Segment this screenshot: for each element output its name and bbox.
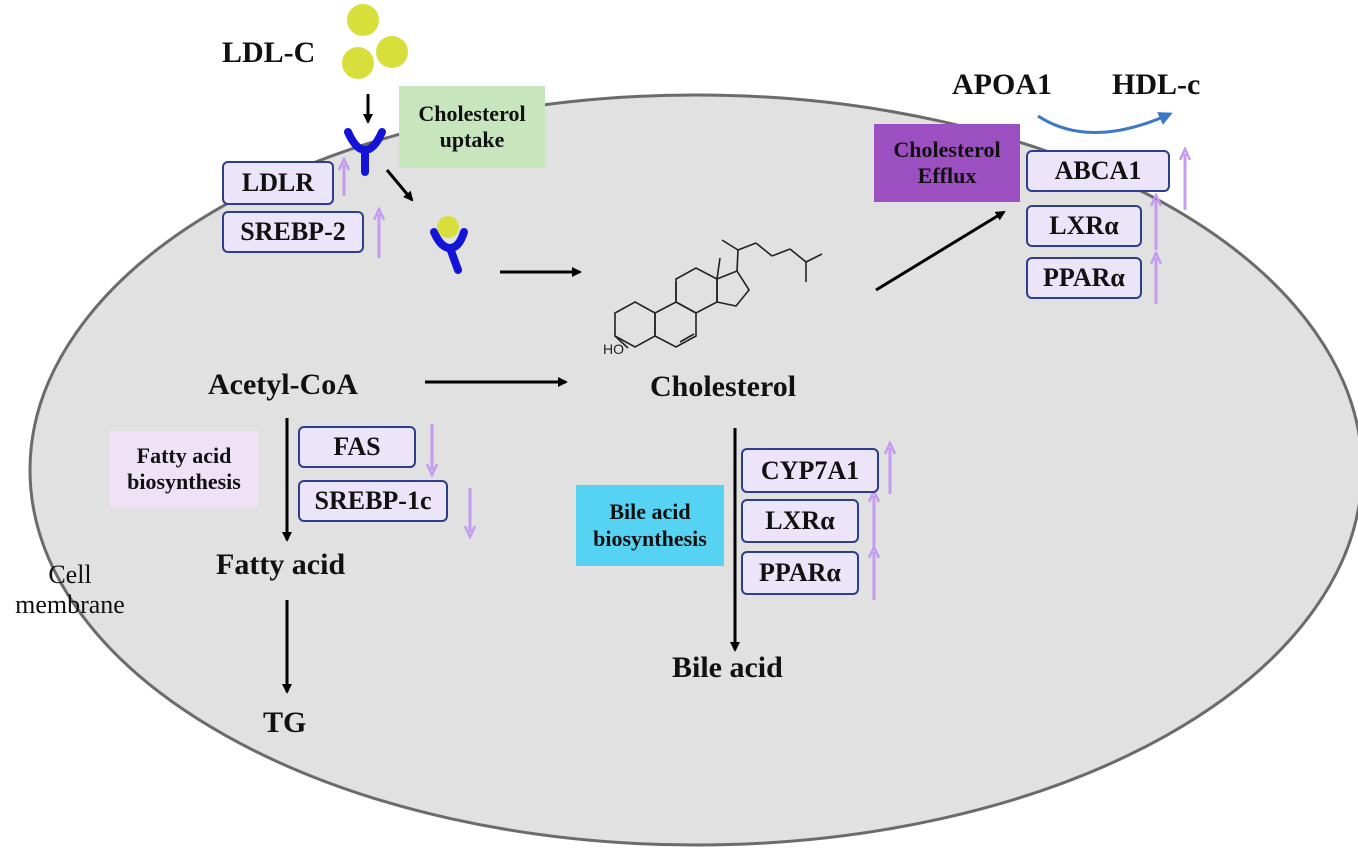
fatty-acid-label: Fatty acid (216, 548, 346, 581)
gene-box-lxra-bile: LXRα (741, 499, 859, 543)
efflux-line1: Cholesterol (893, 136, 1001, 162)
uptake-line1: Cholesterol (418, 100, 526, 126)
hydroxyl-label: HO (603, 341, 624, 357)
ldl-c-label: LDL-C (222, 36, 316, 69)
cell-membrane-line1: Cell (48, 560, 92, 589)
gene-box-fas: FAS (298, 426, 416, 468)
tg-label: TG (263, 706, 307, 739)
gene-box-srebp2: SREBP-2 (222, 211, 364, 253)
ldl-receptor-icon (344, 128, 386, 176)
uptake-line2: uptake (439, 127, 505, 152)
gene-box-ppara-efflux: PPARα (1026, 257, 1142, 299)
cholesterol-label: Cholesterol (650, 370, 797, 403)
cell-membrane-line2: membrane (15, 589, 125, 619)
apoa1-to-hdl-arrow (1037, 112, 1173, 134)
gene-box-cyp7a1: CYP7A1 (741, 448, 879, 493)
bile-line1: Bile acid (609, 499, 691, 525)
bile-acid-label: Bile acid (672, 651, 783, 684)
gene-box-srebp1c: SREBP-1c (298, 480, 448, 522)
receptor-internalization-arrow (385, 169, 414, 202)
acetyl-coa-label: Acetyl-CoA (208, 368, 358, 401)
fatty-line1: Fatty acid (136, 442, 232, 468)
internalized-receptor-icon (430, 216, 468, 274)
gene-box-lxra-efflux: LXRα (1026, 205, 1142, 247)
efflux-line2: Efflux (917, 163, 977, 188)
gene-box-ldlr: LDLR (222, 161, 334, 205)
cell-membrane-label: Cell membrane (8, 560, 132, 620)
hdl-c-label: HDL-c (1112, 68, 1201, 101)
ldl-particles (342, 4, 408, 79)
bile-line2: biosynthesis (593, 525, 707, 551)
gene-box-ppara-bile: PPARα (741, 551, 859, 595)
cholesterol-structure-icon (614, 239, 823, 349)
apoa1-label: APOA1 (952, 68, 1052, 101)
fatty-line2: biosynthesis (127, 469, 241, 494)
gene-box-abca1: ABCA1 (1026, 150, 1170, 192)
cholesterol-to-efflux-arrow (875, 210, 1006, 292)
